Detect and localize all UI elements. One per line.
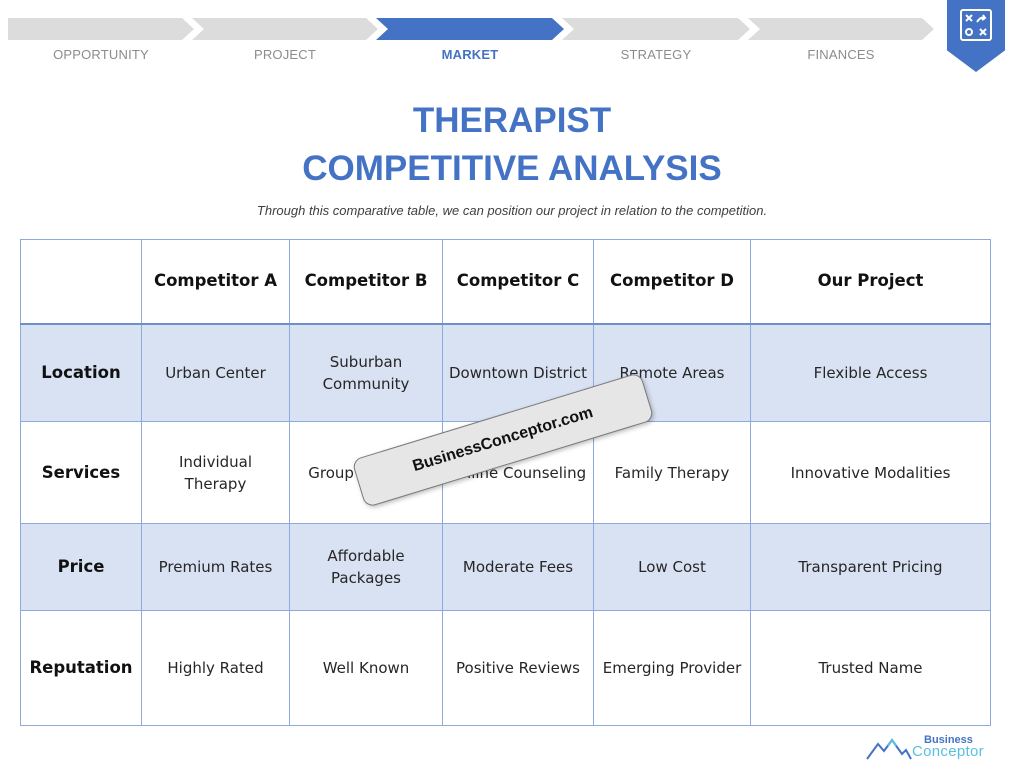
table-cell: Transparent Pricing [750, 523, 991, 611]
logo-text-bottom: Conceptor [912, 743, 984, 760]
table-cell: Moderate Fees [442, 523, 594, 611]
business-conceptor-logo: Business Conceptor [866, 734, 996, 762]
table-row: Services Individual Therapy Group Sessio… [20, 421, 991, 524]
mountain-logo-icon [866, 738, 912, 760]
table-cell: Family Therapy [593, 421, 751, 524]
step-market[interactable]: MARKET [376, 18, 564, 68]
row-header: Reputation [20, 610, 142, 726]
step-label: MARKET [441, 47, 499, 62]
table-cell: Emerging Provider [593, 610, 751, 726]
column-header: Competitor D [593, 239, 751, 325]
table-cell: Individual Therapy [141, 421, 290, 524]
strategy-board-icon [960, 9, 992, 41]
step-label: FINANCES [807, 47, 875, 62]
step-label: STRATEGY [620, 47, 692, 62]
table-corner-cell [20, 239, 142, 325]
step-finances[interactable]: FINANCES [748, 18, 934, 68]
table-cell: Downtown District [442, 323, 594, 422]
table-cell: Urban Center [141, 323, 290, 422]
progress-steps: OPPORTUNITY PROJECT MARKET STRATEGY FINA… [0, 0, 1024, 70]
table-header-row: Competitor A Competitor B Competitor C C… [20, 239, 991, 325]
table-row: Price Premium Rates Affordable Packages … [20, 523, 991, 611]
table-row: Reputation Highly Rated Well Known Posit… [20, 610, 991, 726]
page-title: THERAPIST [412, 101, 612, 140]
step-label: PROJECT [253, 47, 317, 62]
table-cell: Affordable Packages [289, 523, 443, 611]
table-cell: Flexible Access [750, 323, 991, 422]
table-cell: Premium Rates [141, 523, 290, 611]
table-cell: Low Cost [593, 523, 751, 611]
column-header: Our Project [750, 239, 991, 325]
column-header: Competitor B [289, 239, 443, 325]
row-header: Services [20, 421, 142, 524]
column-header: Competitor C [442, 239, 594, 325]
table-cell: Well Known [289, 610, 443, 726]
table-cell: Suburban Community [289, 323, 443, 422]
competitive-analysis-table: Competitor A Competitor B Competitor C C… [20, 239, 991, 726]
logo-text-top: Business [924, 734, 973, 746]
row-header: Location [20, 323, 142, 422]
table-cell: Positive Reviews [442, 610, 594, 726]
row-header: Price [20, 523, 142, 611]
step-opportunity[interactable]: OPPORTUNITY [8, 18, 194, 68]
table-row: Location Urban Center Suburban Community… [20, 323, 991, 422]
table-cell: Trusted Name [750, 610, 991, 726]
step-project[interactable]: PROJECT [192, 18, 378, 68]
table-cell: Highly Rated [141, 610, 290, 726]
step-label: OPPORTUNITY [53, 47, 149, 62]
table-cell: Innovative Modalities [750, 421, 991, 524]
column-header: Competitor A [141, 239, 290, 325]
page-subtitle: Through this comparative table, we can p… [256, 203, 768, 218]
step-strategy[interactable]: STRATEGY [562, 18, 750, 68]
page-title-line2: COMPETITIVE ANALYSIS [302, 149, 722, 188]
